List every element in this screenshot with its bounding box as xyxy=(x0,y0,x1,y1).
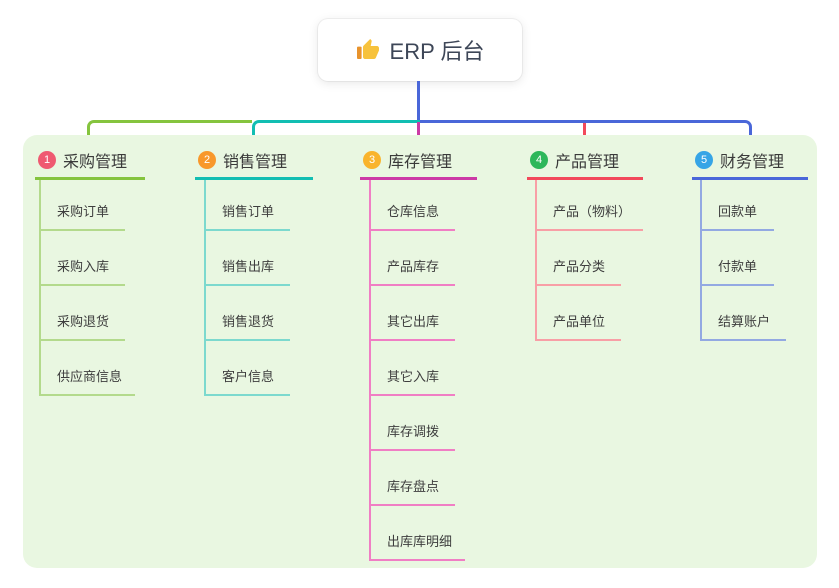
child-node[interactable]: 库存调拨 xyxy=(369,411,455,451)
child-node[interactable]: 销售订单 xyxy=(204,191,290,231)
root-node-label: ERP 后台 xyxy=(389,39,485,64)
branch-number-badge: 4 xyxy=(530,151,548,169)
child-node[interactable]: 供应商信息 xyxy=(39,356,135,396)
child-node[interactable]: 销售退货 xyxy=(204,301,290,341)
child-node-label: 采购入库 xyxy=(57,259,110,274)
branches-panel xyxy=(23,135,817,568)
child-node-label: 供应商信息 xyxy=(57,369,123,384)
child-node[interactable]: 销售出库 xyxy=(204,246,290,286)
connector-branch-5 xyxy=(420,120,752,146)
branch-number-badge: 5 xyxy=(695,151,713,169)
child-node[interactable]: 回款单 xyxy=(700,191,774,231)
branch-label: 产品管理 xyxy=(555,154,620,171)
branch-label: 销售管理 xyxy=(223,154,288,171)
child-node[interactable]: 采购订单 xyxy=(39,191,125,231)
child-node-label: 其它出库 xyxy=(387,314,440,329)
child-node[interactable]: 客户信息 xyxy=(204,356,290,396)
child-node-label: 产品单位 xyxy=(553,314,606,329)
connector-branch-3 xyxy=(417,122,420,146)
child-node[interactable]: 产品（物料） xyxy=(535,191,643,231)
child-node[interactable]: 其它入库 xyxy=(369,356,455,396)
branch-children-line xyxy=(535,180,537,341)
child-node-label: 结算账户 xyxy=(718,314,771,329)
branch-label: 财务管理 xyxy=(720,154,785,171)
branch-3-header[interactable]: 3 库存管理 xyxy=(360,143,477,180)
child-node-label: 采购退货 xyxy=(57,314,110,329)
child-node[interactable]: 产品单位 xyxy=(535,301,621,341)
branch-1-header[interactable]: 1 采购管理 xyxy=(35,143,145,180)
child-node-label: 产品分类 xyxy=(553,259,606,274)
child-node[interactable]: 采购退货 xyxy=(39,301,125,341)
branch-number-badge: 2 xyxy=(198,151,216,169)
child-node[interactable]: 产品分类 xyxy=(535,246,621,286)
branch-children-line xyxy=(369,180,371,561)
branch-label: 库存管理 xyxy=(388,154,453,171)
child-node-label: 产品库存 xyxy=(387,259,440,274)
branch-label: 采购管理 xyxy=(63,154,128,171)
child-node-label: 出库库明细 xyxy=(387,534,453,549)
root-node-erp-backend[interactable]: ERP 后台 xyxy=(318,19,522,81)
branch-5-header[interactable]: 5 财务管理 xyxy=(692,143,808,180)
child-node[interactable]: 结算账户 xyxy=(700,301,786,341)
thumbs-up-icon xyxy=(356,39,379,59)
branch-4-header[interactable]: 4 产品管理 xyxy=(527,143,643,180)
branch-children-line xyxy=(204,180,206,396)
child-node-label: 库存调拨 xyxy=(387,424,440,439)
child-node[interactable]: 出库库明细 xyxy=(369,521,465,561)
child-node-label: 客户信息 xyxy=(222,369,275,384)
branch-number-badge: 3 xyxy=(363,151,381,169)
child-node-label: 产品（物料） xyxy=(553,204,632,219)
branch-2-header[interactable]: 2 销售管理 xyxy=(195,143,313,180)
child-node-label: 付款单 xyxy=(718,259,758,274)
child-node-label: 库存盘点 xyxy=(387,479,440,494)
child-node-label: 销售退货 xyxy=(222,314,275,329)
branch-children-line xyxy=(39,180,41,396)
branch-number-badge: 1 xyxy=(38,151,56,169)
child-node[interactable]: 其它出库 xyxy=(369,301,455,341)
connector-branch-1 xyxy=(87,120,252,146)
child-node-label: 销售出库 xyxy=(222,259,275,274)
connector-branch-2 xyxy=(252,120,420,146)
child-node-label: 其它入库 xyxy=(387,369,440,384)
child-node[interactable]: 仓库信息 xyxy=(369,191,455,231)
child-node-label: 回款单 xyxy=(718,204,758,219)
child-node-label: 采购订单 xyxy=(57,204,110,219)
child-node[interactable]: 付款单 xyxy=(700,246,774,286)
child-node[interactable]: 采购入库 xyxy=(39,246,125,286)
child-node-label: 销售订单 xyxy=(222,204,275,219)
child-node-label: 仓库信息 xyxy=(387,204,440,219)
root-trunk-connector xyxy=(417,81,420,121)
branch-children-line xyxy=(700,180,702,341)
child-node[interactable]: 产品库存 xyxy=(369,246,455,286)
child-node[interactable]: 库存盘点 xyxy=(369,466,455,506)
connector-branch-4 xyxy=(583,122,586,146)
